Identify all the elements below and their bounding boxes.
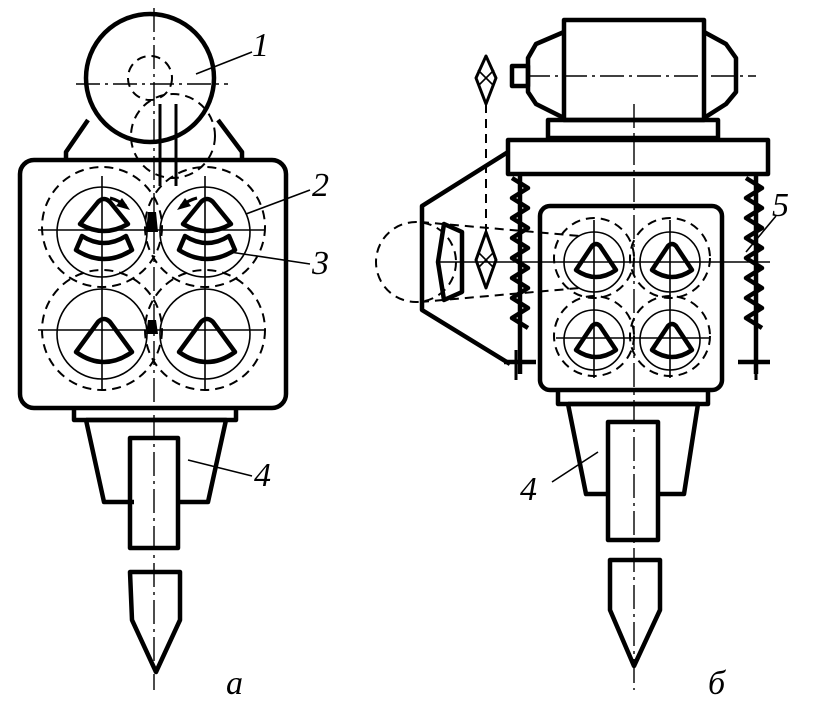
vibrator-housing bbox=[537, 203, 725, 407]
callout-3: 3 bbox=[311, 245, 329, 282]
view-a bbox=[17, 8, 311, 690]
view-b bbox=[375, 17, 777, 690]
callout-4-b: 4 bbox=[520, 471, 537, 508]
caption-b: б bbox=[708, 665, 727, 702]
callout-leaders-a bbox=[187, 51, 311, 477]
callout-leaders-b bbox=[551, 215, 777, 483]
callout-4-a: 4 bbox=[254, 457, 271, 494]
electric-motor bbox=[509, 17, 756, 141]
callout-2: 2 bbox=[312, 167, 329, 204]
side-drive bbox=[375, 54, 770, 303]
frame bbox=[419, 137, 771, 374]
clamp-and-pile bbox=[83, 417, 229, 675]
clamp-and-pile-b bbox=[565, 401, 701, 669]
caption-a: а bbox=[226, 665, 243, 702]
callout-1: 1 bbox=[252, 27, 269, 64]
cam-wheels bbox=[38, 166, 266, 391]
callout-5: 5 bbox=[772, 187, 789, 224]
springs bbox=[504, 176, 770, 380]
